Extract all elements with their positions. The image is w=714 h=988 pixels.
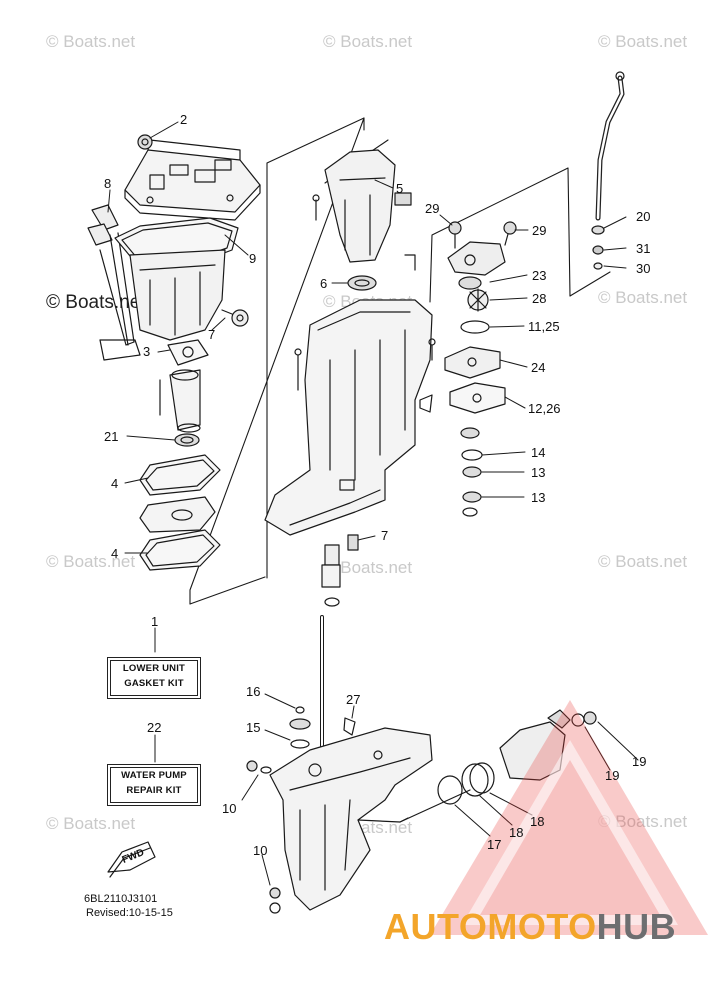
grommet-20 [591, 225, 605, 235]
callout-8: 8 [104, 176, 112, 191]
callout-18: 18 [530, 814, 545, 829]
callout-13: 13 [531, 465, 546, 480]
watermark: © Boats.net [46, 814, 136, 833]
kit-line: GASKET KIT [124, 678, 184, 689]
callout-21: 21 [104, 429, 119, 444]
upper-casing [264, 254, 436, 536]
kit-line: LOWER UNIT [122, 663, 186, 674]
watermark: © Boats.net [598, 32, 688, 51]
revised-date: Revised:10-15-15 [86, 907, 173, 919]
callout-13: 13 [531, 490, 546, 505]
kit-line: WATER PUMP [121, 770, 187, 781]
kit-line: REPAIR KIT [126, 785, 182, 796]
upper-plate-part [124, 134, 261, 221]
callout-4: 4 [111, 476, 119, 491]
gasket-4a [139, 454, 221, 496]
pump-kit-label: WATER PUMP REPAIR KIT [107, 764, 201, 806]
callout-17: 17 [487, 837, 502, 852]
prop-shaft-housing [399, 709, 597, 823]
callout-28: 28 [532, 291, 547, 306]
callout-29: 29 [425, 201, 440, 216]
seal-13a [462, 466, 482, 478]
callout-2: 2 [180, 112, 188, 127]
callout-4: 4 [111, 546, 119, 561]
watermark: © Boats.net [323, 558, 413, 577]
insert-cartridge-23 [458, 276, 482, 290]
gasket-3 [167, 339, 209, 366]
callout-6: 6 [320, 276, 328, 291]
callout-20: 20 [636, 209, 651, 224]
screw-10b [269, 887, 281, 914]
callout-14: 14 [531, 445, 546, 460]
grommet-30 [593, 262, 603, 270]
callout-24: 24 [531, 360, 546, 375]
callout-1: 1 [151, 614, 159, 629]
watermark: © Boats.net [46, 552, 136, 571]
fwd-arrow [107, 841, 156, 878]
brand-logo-triangle [430, 700, 708, 935]
gasket-12-26 [449, 382, 506, 414]
muffler-tube [159, 369, 201, 433]
brand-wordmark: AUTOMOTOHUB [384, 906, 676, 948]
plate-middle [139, 496, 216, 533]
leader-lines [107, 121, 639, 886]
plug-7b [347, 534, 359, 551]
bolt-29b [503, 221, 517, 246]
seal-6 [347, 275, 377, 291]
brand-part1: AUTOMOTO [384, 906, 597, 947]
pump-housing-23 [447, 241, 506, 276]
callout-9: 9 [249, 251, 257, 266]
seal-14-set [460, 427, 483, 461]
gasket-kit-label: LOWER UNIT GASKET KIT [107, 657, 201, 699]
shim-16 [295, 706, 305, 714]
callout-12-26: 12,26 [528, 401, 561, 416]
water-tube [595, 71, 625, 221]
plug-7a [221, 309, 249, 327]
impeller-28 [467, 288, 489, 312]
gasket-4b [139, 529, 221, 571]
callout-10: 10 [222, 801, 237, 816]
oring-11-25 [460, 320, 490, 334]
callout-19: 19 [632, 754, 647, 769]
callout-29: 29 [532, 223, 547, 238]
seal-31 [592, 245, 604, 255]
seal-21 [174, 433, 200, 447]
callout-27: 27 [346, 692, 361, 707]
oring-17 [437, 775, 463, 805]
screw-10a [246, 760, 272, 774]
callout-18: 18 [509, 825, 524, 840]
callout-5: 5 [396, 181, 404, 196]
callout-3: 3 [143, 344, 151, 359]
driveshaft-bushing [321, 544, 341, 607]
callout-7: 7 [381, 528, 389, 543]
callout-31: 31 [636, 241, 651, 256]
callout-15: 15 [246, 720, 261, 735]
exhaust-guide [99, 249, 226, 361]
callout-16: 16 [246, 684, 261, 699]
callout-10: 10 [253, 843, 268, 858]
callout-30: 30 [636, 261, 651, 276]
oring-18 [461, 762, 495, 797]
upper-casing-top [312, 149, 412, 263]
callout-11-25: 11,25 [528, 319, 560, 334]
callout-7: 7 [208, 327, 216, 342]
bearing-15 [289, 718, 311, 749]
part-8 [87, 204, 135, 346]
watermark: © Boats.net [46, 32, 136, 51]
callout-19: 19 [605, 768, 620, 783]
watermark: © Boats.net [598, 288, 688, 307]
callout-23: 23 [532, 268, 547, 283]
clip-27 [343, 717, 356, 736]
bolt-29a [448, 221, 462, 249]
lower-case [269, 727, 433, 911]
seal-13b [462, 491, 482, 517]
callout-22: 22 [147, 720, 162, 735]
diagram-code: 6BL2110J3101 [84, 893, 158, 905]
watermark: © Boats.net [598, 552, 688, 571]
outer-plate-24 [444, 346, 501, 379]
brand-part2: HUB [596, 906, 677, 947]
watermark: © Boats.net [323, 32, 413, 51]
